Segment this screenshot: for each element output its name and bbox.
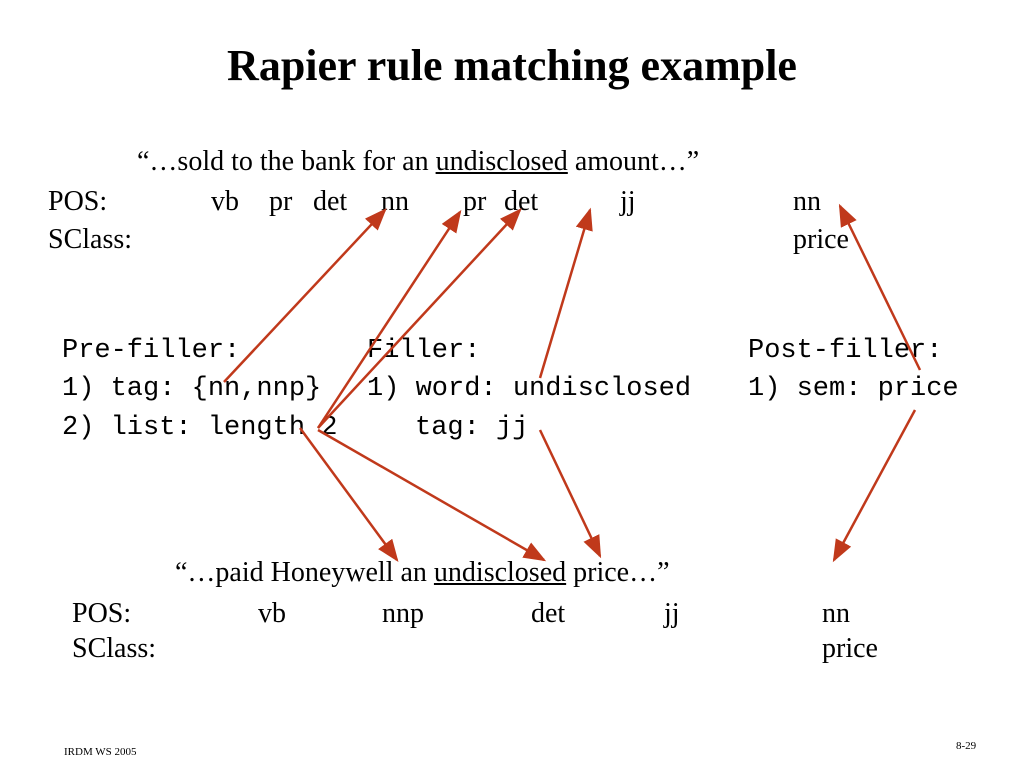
s2-pos-tag: nnp <box>382 598 424 629</box>
sentence-1-close: amount…” <box>567 146 700 177</box>
s2-pos-tag: det <box>531 598 566 629</box>
arrow-pre-filler-list-to-s2-honeywell <box>298 427 399 563</box>
s1-pos-tag: pr <box>269 186 293 217</box>
s1-pos-tag: vb <box>211 186 239 217</box>
filler-header: Filler: <box>367 336 481 366</box>
footer-page-number: 8-29 <box>956 740 977 752</box>
arrow-filler-to-s2-undisclosed <box>538 429 602 559</box>
sentence-1: “…sold to the bank for an undisclosed am… <box>137 146 699 178</box>
arrow-pre-filler-tag-to-s1-nn <box>223 208 387 383</box>
sentence-2-sclass-label: SClass: <box>72 633 157 664</box>
s1-pos-tag: det <box>313 186 348 217</box>
filler-line-1: 1) word: undisclosed <box>367 374 692 404</box>
sentence-2-underlined-word: undisclosed <box>433 557 567 588</box>
sentence-2-open: “…paid Honeywell an <box>175 557 434 588</box>
sentence-1-underlined-word: undisclosed <box>435 146 568 177</box>
arrow-post-filler-to-s1-price <box>838 203 922 371</box>
sentence-2: “…paid Honeywell an undisclosed price…” <box>175 557 670 589</box>
s2-pos-tag: nn <box>822 598 850 629</box>
arrow-post-filler-to-s2-price <box>832 409 917 563</box>
sentence-1-sclass-value: price <box>793 224 849 255</box>
footer-course: IRDM WS 2005 <box>64 746 137 758</box>
sentence-2-close: price…” <box>566 557 670 588</box>
s1-pos-tag: jj <box>620 186 636 217</box>
pre-filler-line-1: 1) tag: {nn,nnp} <box>62 374 322 404</box>
slide-title: Rapier rule matching example <box>227 41 797 90</box>
sentence-1-open: “…sold to the bank for an <box>137 146 436 177</box>
filler-line-2: tag: jj <box>415 413 529 443</box>
arrow-pre-filler-list-to-s1-det <box>317 208 522 429</box>
sentence-2-sclass-value: price <box>822 633 878 664</box>
post-filler-line-1: 1) sem: price <box>748 374 959 404</box>
s1-pos-tag: nn <box>793 186 821 217</box>
arrow-filler-to-s1-undisclosed <box>538 207 593 379</box>
arrow-pre-filler-list-to-s2-an <box>317 428 547 562</box>
s2-pos-tag: jj <box>664 598 680 629</box>
pre-filler-header: Pre-filler: <box>62 336 241 366</box>
sentence-2-pos-label: POS: <box>72 598 132 629</box>
pre-filler-line-2: 2) list: length 2 <box>62 413 338 443</box>
sentence-1-sclass-label: SClass: <box>48 224 133 255</box>
sentence-1-pos-label: POS: <box>48 186 108 217</box>
s2-pos-tag: vb <box>258 598 286 629</box>
arrow-pre-filler-list-to-s1-pr <box>316 209 462 429</box>
s1-pos-tag: pr <box>463 186 487 217</box>
